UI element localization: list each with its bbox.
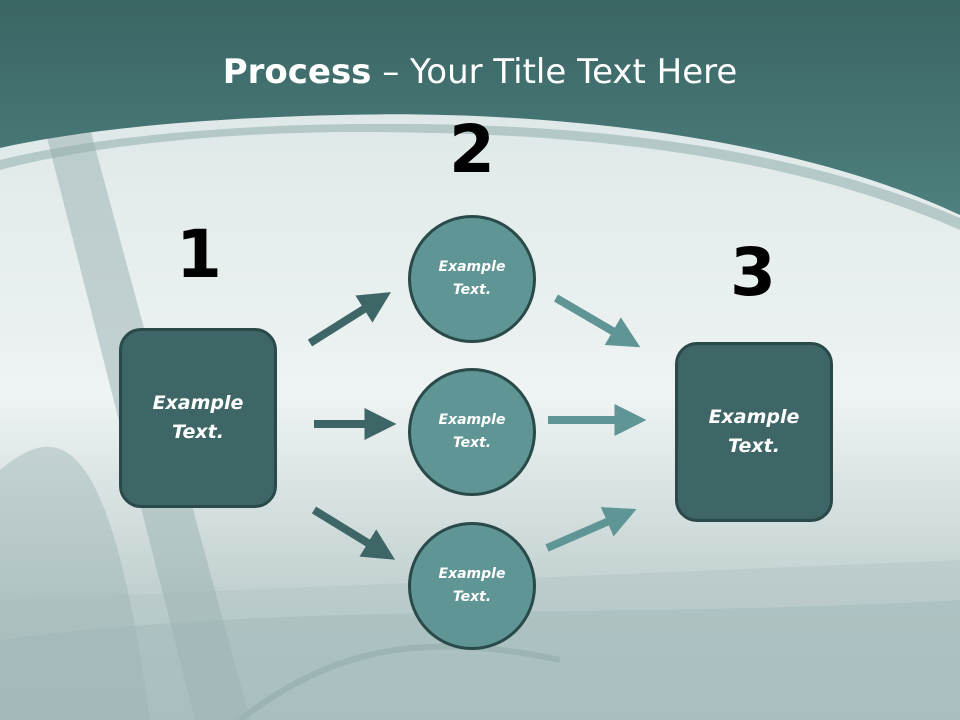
right-box-text: Example Text. xyxy=(708,406,800,457)
circle-top-text: Example Text. xyxy=(438,259,506,298)
slide-title: Process – Your Title Text Here xyxy=(0,52,960,92)
arrow-top-to-right xyxy=(553,294,641,348)
step-number-1: 1 xyxy=(176,216,222,293)
step-number-3: 3 xyxy=(730,234,776,311)
arrow-bottom-to-right xyxy=(545,507,637,552)
title-bold: Process xyxy=(222,52,372,92)
left-box-text: Example Text. xyxy=(152,392,244,443)
step-number-2: 2 xyxy=(449,111,495,188)
left-step-box: Example Text. xyxy=(119,328,277,508)
circle-top: Example Text. xyxy=(408,215,536,343)
right-step-box: Example Text. xyxy=(675,342,833,522)
circle-bottom: Example Text. xyxy=(408,522,536,650)
circle-middle: Example Text. xyxy=(408,368,536,496)
circle-middle-text: Example Text. xyxy=(438,412,506,451)
circle-bottom-text: Example Text. xyxy=(438,566,506,605)
arrow-left-to-bottom xyxy=(311,506,396,560)
arrow-left-to-top xyxy=(307,292,391,347)
title-rest: – Your Title Text Here xyxy=(371,52,738,92)
